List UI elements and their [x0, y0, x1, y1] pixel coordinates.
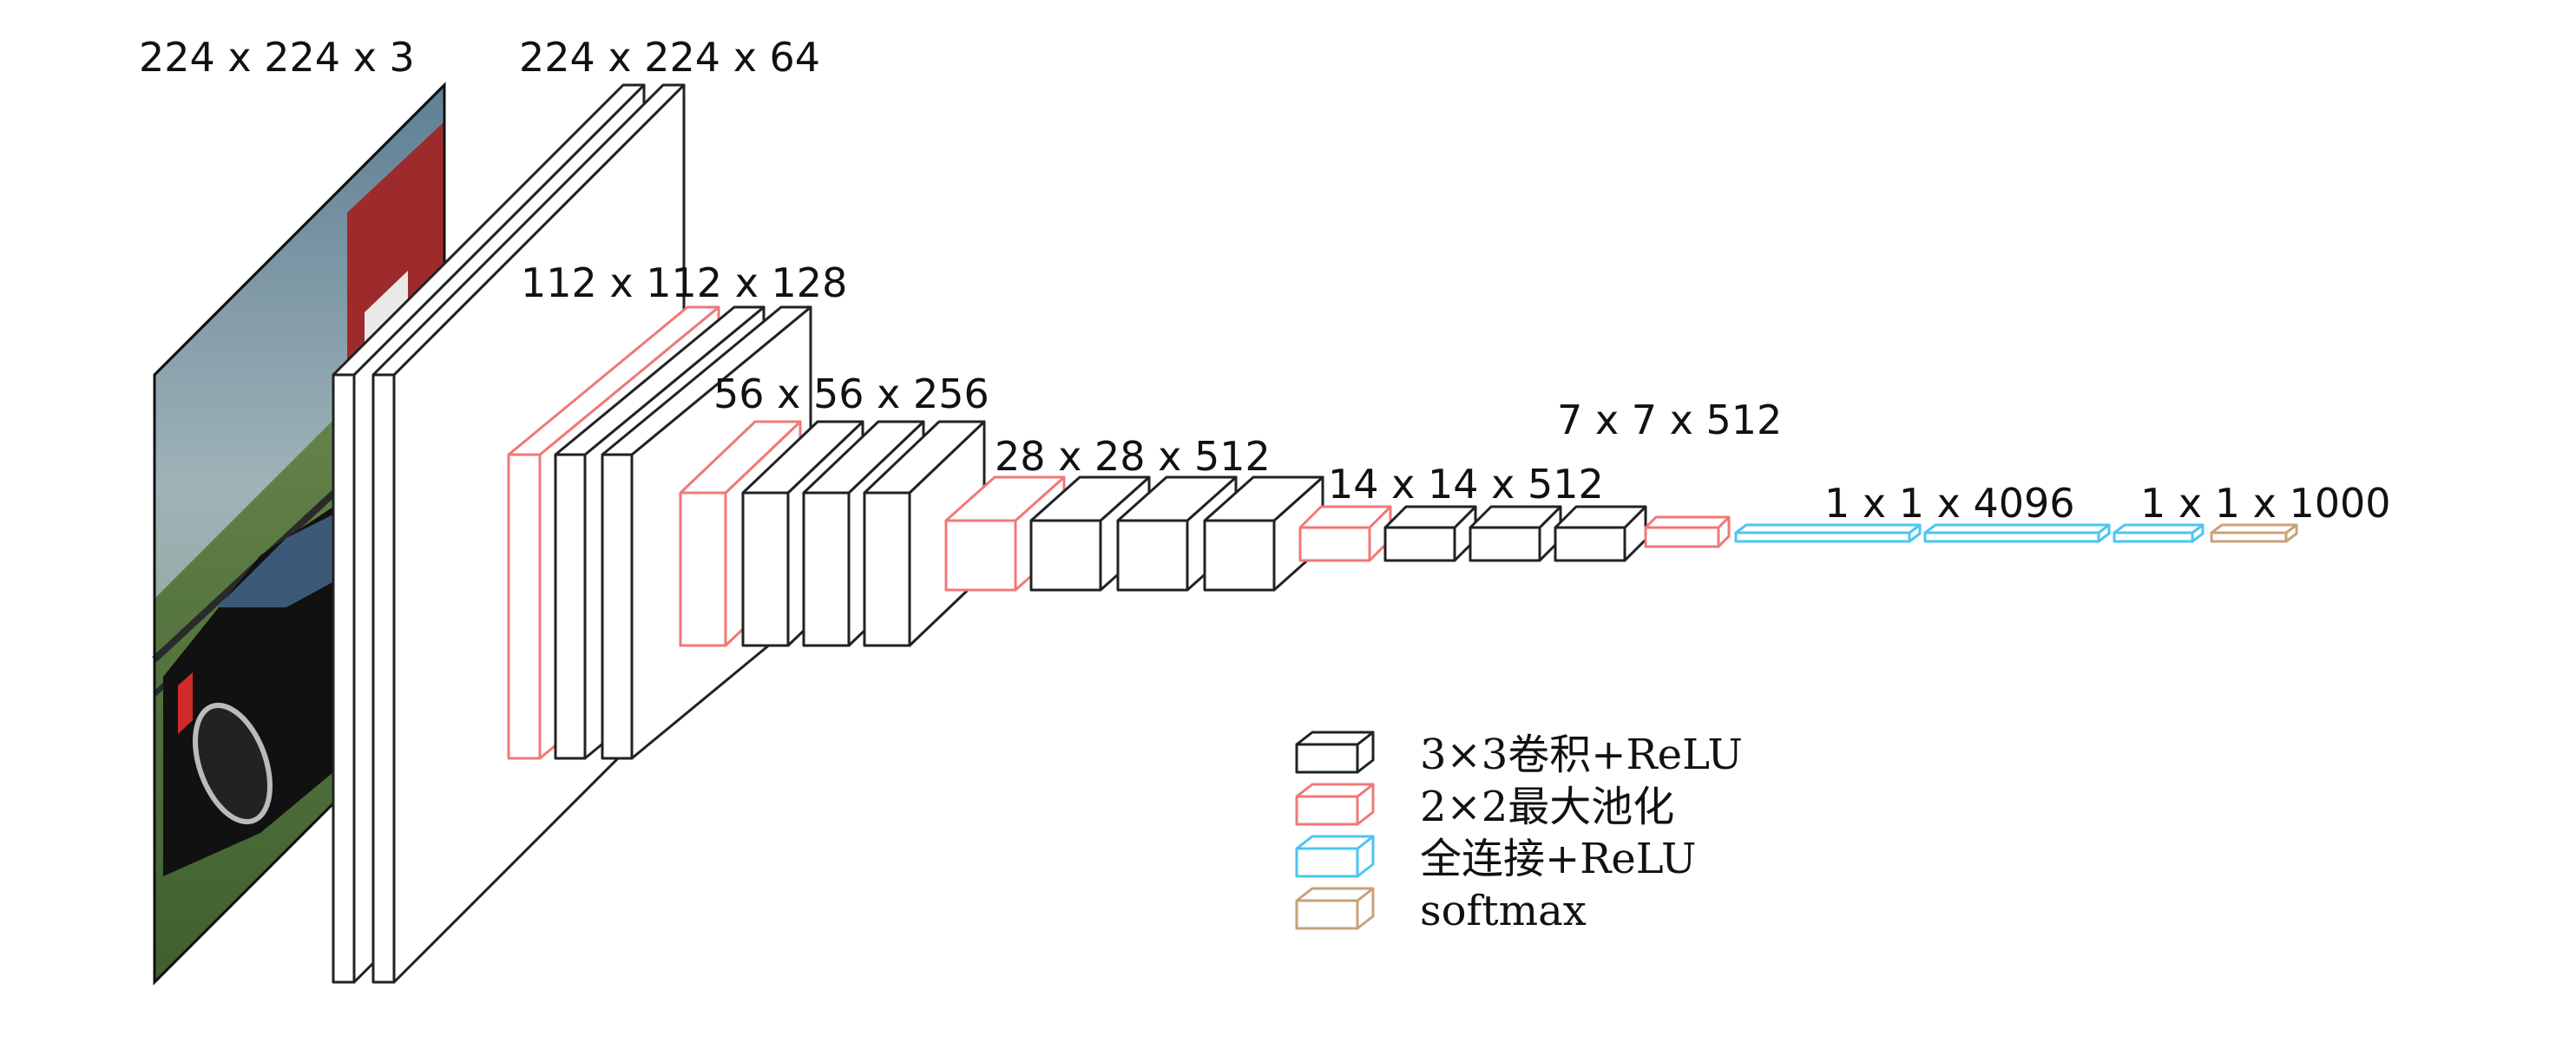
- conv5-3-block: [1554, 505, 1647, 562]
- softmax-swatch-cube: [1295, 887, 1375, 930]
- conv-swatch-cube: [1295, 731, 1375, 774]
- conv2-dims-label: 112 x 112 x 128: [521, 259, 847, 306]
- conv5-dims-label: 14 x 14 x 512: [1328, 461, 1604, 508]
- softmax-swatch-icon: [1295, 887, 1375, 930]
- conv5-2-block: [1469, 505, 1562, 562]
- conv3-dims-label: 56 x 56 x 256: [713, 370, 989, 417]
- fc8-block: [2113, 523, 2205, 543]
- conv4-3-block: [1203, 475, 1324, 592]
- legend-label-pool: 2×2最大池化: [1420, 783, 1674, 831]
- dimension-labels: 224 x 224 x 64 112 x 112 x 128 56 x 56 x…: [519, 34, 2391, 527]
- legend-label-conv: 3×3卷积+ReLU: [1420, 731, 1743, 779]
- pool-swatch-cube: [1295, 783, 1375, 826]
- conv1-dims-label: 224 x 224 x 64: [519, 34, 820, 81]
- pool-swatch-icon: [1295, 783, 1375, 826]
- fc6-block: [1734, 523, 1922, 543]
- legend-item-conv: 3×3卷积+ReLU: [1295, 731, 1743, 779]
- legend-item-fc: 全连接+ReLU: [1295, 835, 1696, 883]
- fc-swatch-icon: [1295, 835, 1375, 878]
- legend-label-fc: 全连接+ReLU: [1420, 835, 1696, 883]
- layer-blocks: [332, 83, 2298, 984]
- input-dims-label: 224 x 224 x 3: [139, 34, 415, 81]
- conv4-dims-label: 28 x 28 x 512: [995, 433, 1271, 480]
- softmax-block: [2210, 523, 2298, 543]
- legend-label-softmax: softmax: [1420, 887, 1587, 935]
- softmax-dims-label: 1 x 1 x 1000: [2140, 480, 2391, 527]
- fc-swatch-cube: [1295, 835, 1375, 878]
- legend: 3×3卷积+ReLU 2×2最大池化 全连接+ReLU softmax: [1295, 731, 1743, 935]
- conv-swatch-icon: [1295, 731, 1375, 774]
- fc-dims-label: 1 x 1 x 4096: [1824, 480, 2075, 527]
- pool5-dims-label: 7 x 7 x 512: [1557, 397, 1782, 443]
- conv5-1-block: [1383, 505, 1477, 562]
- fc7-block: [1923, 523, 2111, 543]
- legend-item-softmax: softmax: [1295, 887, 1587, 935]
- pool5-block: [1644, 515, 1731, 548]
- pool4-block: [1298, 505, 1392, 562]
- legend-item-pool: 2×2最大池化: [1295, 783, 1674, 831]
